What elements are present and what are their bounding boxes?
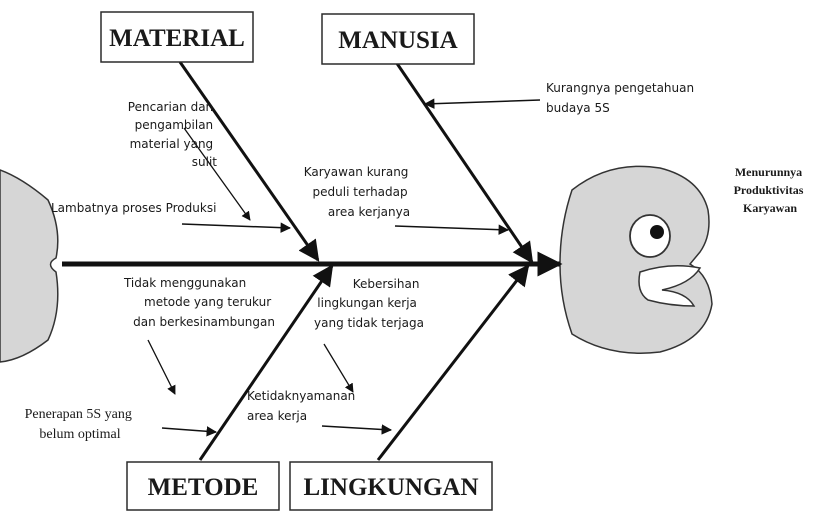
category-box-lingkungan: LINGKUNGAN bbox=[289, 461, 493, 511]
cause-manusia-1: Kurangnya pengetahuan budaya 5S bbox=[546, 81, 698, 115]
bone-metode bbox=[198, 264, 334, 461]
fish-mouth bbox=[638, 265, 702, 307]
category-label-lingkungan: LINGKUNGAN bbox=[303, 474, 478, 501]
fish-eye bbox=[629, 214, 671, 258]
arrow-material-1 bbox=[183, 127, 251, 221]
cause-material-1: Pencarian dan pengambilan material yang … bbox=[128, 100, 217, 169]
arrow-lingkungan-1 bbox=[323, 343, 354, 393]
category-box-material: MATERIAL bbox=[100, 11, 254, 63]
cause-metode-2: Penerapan 5S yang belum optimal bbox=[25, 407, 136, 442]
category-label-metode: METODE bbox=[148, 474, 259, 501]
arrow-manusia-1 bbox=[423, 98, 541, 109]
arrow-metode-1 bbox=[147, 339, 176, 395]
category-box-metode: METODE bbox=[126, 461, 280, 511]
effect-label: Menurunnya Produktivitas Karyawan bbox=[734, 165, 807, 215]
cause-lingkungan-1: Kebersihan lingkungan kerja yang tidak t… bbox=[314, 277, 424, 330]
cause-material-2: Lambatnya proses Produksi bbox=[51, 201, 216, 215]
bone-manusia bbox=[394, 61, 534, 264]
arrow-metode-2 bbox=[161, 426, 218, 437]
cause-lingkungan-2: Ketidaknyamanan area kerja bbox=[247, 389, 359, 423]
fish-pupil bbox=[650, 225, 664, 239]
category-box-manusia: MANUSIA bbox=[321, 13, 475, 65]
arrow-lingkungan-2 bbox=[321, 424, 393, 435]
cause-metode-1: Tidak menggunakan metode yang terukur da… bbox=[123, 276, 275, 329]
fish-head bbox=[559, 165, 713, 354]
arrow-manusia-2 bbox=[394, 224, 510, 235]
fish-tail bbox=[0, 169, 59, 363]
bone-material bbox=[178, 61, 320, 262]
arrow-material-2 bbox=[181, 222, 292, 233]
cause-manusia-2: Karyawan kurang peduli terhadap area ker… bbox=[304, 165, 413, 219]
bone-lingkungan bbox=[376, 264, 530, 461]
category-label-material: MATERIAL bbox=[109, 25, 245, 52]
category-label-manusia: MANUSIA bbox=[338, 27, 457, 54]
